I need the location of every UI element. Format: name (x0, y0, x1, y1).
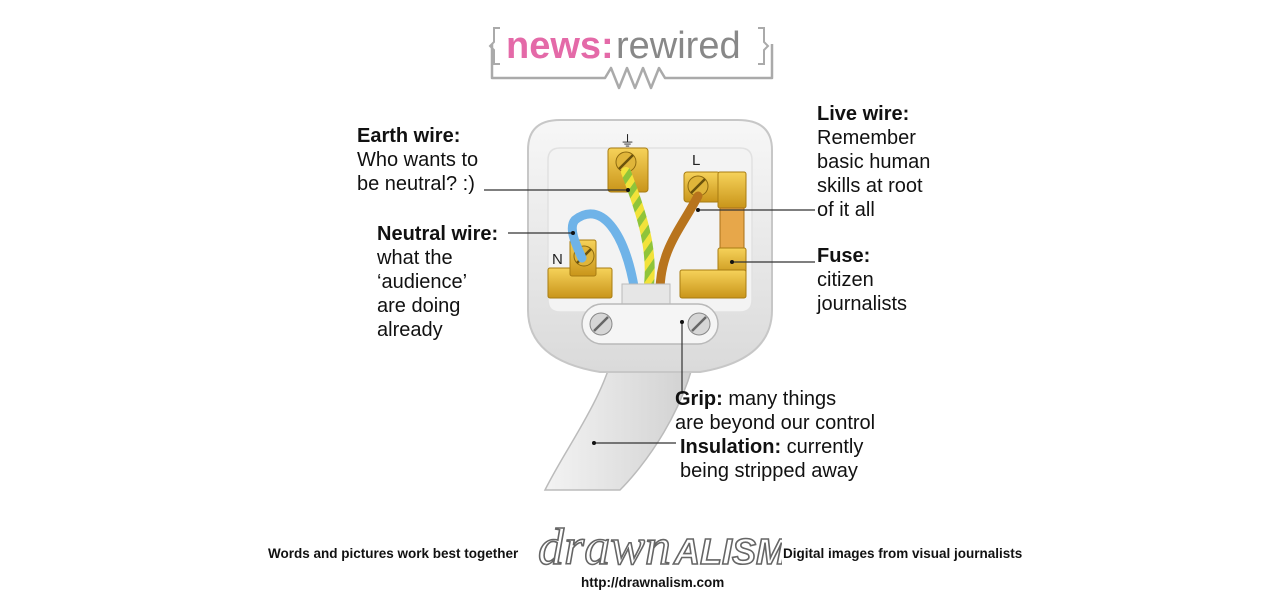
live-wire-line2: basic human (817, 151, 931, 173)
grip-line2: are beyond our control (675, 412, 876, 434)
earth-leader-dot (626, 188, 630, 192)
live-wire (655, 191, 703, 297)
insulation-label: Insulation: currently being stripped awa… (680, 435, 863, 483)
live-wire-line1: Remember (817, 127, 916, 149)
neutral-wire-title: Neutral wire: (377, 223, 499, 245)
drawnalism-logo: drawn ALISM (537, 518, 782, 576)
logo-right-bracket (758, 27, 770, 65)
neutral-wire-line2: ‘audience’ (377, 271, 468, 293)
footer-url[interactable]: http://drawnalism.com (581, 575, 725, 590)
earth-wire-title: Earth wire: (357, 125, 461, 147)
earth-wire-line2: be neutral? :) (357, 173, 475, 195)
footer-right-tagline: Digital images from visual journalists (783, 546, 1023, 561)
cable-grip (581, 303, 719, 345)
neutral-wire-line3: are doing (377, 295, 461, 317)
fuse-body (719, 207, 745, 255)
insulation-line2: being stripped away (680, 460, 858, 482)
grip-rest: many things (722, 388, 837, 410)
grip-screw-left-slot (593, 316, 609, 332)
insulation-title: Insulation: (680, 436, 782, 458)
fuse-leader-dot (730, 260, 734, 264)
earth-wire (621, 167, 655, 297)
earth-wire-line1: Who wants to (357, 149, 479, 171)
neutral-wire-line4: already (377, 319, 443, 341)
logo-left-bracket (488, 27, 500, 65)
fuse-title: Fuse: (817, 245, 871, 267)
logo-resistor-line (490, 44, 774, 90)
earth-screw-slot (618, 154, 634, 170)
live-letter: L (692, 152, 700, 169)
earth-symbol: ⏚ (620, 133, 635, 150)
grip-label: Grip: many things are beyond our control (675, 387, 875, 435)
live-wire-line3: skills at root (817, 175, 923, 197)
news-rewired-logo: news: rewired (488, 25, 774, 90)
logo-drawn-text: drawn (538, 519, 671, 576)
neutral-leader-dot (571, 231, 575, 235)
fuse-line1: citizen (817, 269, 874, 291)
footer-left-tagline: Words and pictures work best together (268, 546, 519, 561)
neutral-wire-label: Neutral wire: what the ‘audience’ are do… (377, 222, 498, 342)
earth-wire-label: Earth wire: Who wants to be neutral? :) (357, 124, 478, 196)
brand-news-text: news: (506, 25, 614, 67)
live-leader-dot (696, 208, 700, 212)
live-wire-label: Live wire: Remember basic human skills a… (817, 102, 930, 222)
insulation-leader-dot (592, 441, 596, 445)
logo-alism-text: ALISM (673, 531, 782, 572)
insulation-rest: currently (781, 436, 864, 458)
live-screw-slot (690, 178, 706, 194)
fuse-top-cap (717, 171, 747, 209)
neutral-wire (567, 209, 640, 297)
neutral-letter: N (552, 251, 563, 268)
grip-title: Grip: (675, 388, 723, 410)
fuse-base (679, 269, 747, 299)
fuse-label: Fuse: citizen journalists (817, 244, 907, 316)
live-wire-title: Live wire: (817, 103, 910, 125)
fuse-line2: journalists (817, 293, 908, 315)
neutral-wire-line1: what the (377, 247, 453, 269)
grip-leader-dot (680, 320, 684, 324)
live-wire-line4: of it all (817, 199, 875, 221)
brand-rewired-text: rewired (616, 25, 741, 67)
grip-screw-right-slot (691, 316, 707, 332)
